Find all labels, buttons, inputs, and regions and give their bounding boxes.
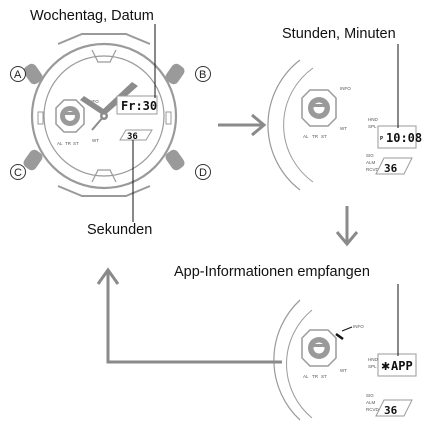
mark-alm-3: ALM bbox=[366, 400, 376, 405]
side-button-a bbox=[23, 63, 43, 85]
mark-info-3: INFO bbox=[353, 324, 364, 329]
mark-st-2: ST bbox=[321, 134, 327, 139]
mark-al-3: AL bbox=[303, 374, 309, 379]
mark-info-2: INFO bbox=[340, 86, 351, 91]
side-button-d bbox=[165, 149, 185, 171]
lcd-weekday-date: Fr:30 bbox=[121, 99, 157, 113]
mark-tr: TR bbox=[65, 141, 72, 146]
mark-al: AL bbox=[57, 141, 63, 146]
watch-app-info: INFO AL TR ST WT HND SPL SIG ALM RCVD ✱ … bbox=[273, 284, 417, 421]
lcd-seconds: 36 bbox=[127, 132, 138, 142]
button-label-b: B bbox=[199, 69, 206, 81]
label-seconds: Sekunden bbox=[87, 222, 153, 238]
mark-info: INFO bbox=[88, 99, 99, 104]
mark-sig-2: SIG bbox=[366, 153, 374, 158]
lcd-hours-minutes: 10:08 bbox=[386, 131, 422, 145]
hour-hand bbox=[80, 96, 108, 116]
watch-full-face: AL TR ST INFO WT Fr:30 36 A B C D bbox=[10, 24, 211, 222]
mark-rcvd-3: RCVD bbox=[366, 407, 380, 412]
label-hours-minutes: Stunden, Minuten bbox=[282, 26, 396, 42]
mark-sig-3: SIG bbox=[366, 393, 374, 398]
mark-wt-2: WT bbox=[340, 126, 347, 131]
button-label-c: C bbox=[14, 167, 22, 179]
mark-hnd-2: HND bbox=[368, 117, 378, 122]
mark-spl-3: SPL bbox=[368, 364, 377, 369]
button-label-a: A bbox=[14, 69, 22, 81]
mark-wt: WT bbox=[92, 138, 99, 143]
watch-hours-minutes: INFO AL TR ST WT HND SPL SIG ALM RCVD P … bbox=[267, 44, 422, 191]
side-button-c bbox=[23, 149, 43, 171]
label-app-info: App-Informationen empfangen bbox=[174, 264, 370, 280]
mark-hnd-3: HND bbox=[368, 357, 378, 362]
lcd-seconds-2: 36 bbox=[384, 162, 398, 175]
mark-st-3: ST bbox=[321, 374, 327, 379]
mark-rcvd-2: RCVD bbox=[366, 167, 380, 172]
bluetooth-icon: ✱ bbox=[381, 360, 390, 373]
arrow-down bbox=[335, 206, 359, 247]
mark-st: ST bbox=[73, 141, 79, 146]
side-button-b bbox=[165, 63, 185, 85]
arrow-return bbox=[96, 267, 282, 364]
mark-wt-3: WT bbox=[340, 368, 347, 373]
mark-tr-2: TR bbox=[312, 134, 319, 139]
mark-spl-2: SPL bbox=[368, 124, 377, 129]
lcd-seconds-3: 36 bbox=[384, 404, 398, 417]
mark-al-2: AL bbox=[303, 134, 309, 139]
label-weekday-date: Wochentag, Datum bbox=[30, 8, 154, 24]
mark-tr-3: TR bbox=[312, 374, 319, 379]
button-label-d: D bbox=[199, 167, 207, 179]
lcd-pm: P bbox=[380, 136, 383, 142]
mark-alm-2: ALM bbox=[366, 160, 376, 165]
lcd-app: APP bbox=[391, 359, 413, 373]
arrow-right bbox=[218, 113, 267, 137]
